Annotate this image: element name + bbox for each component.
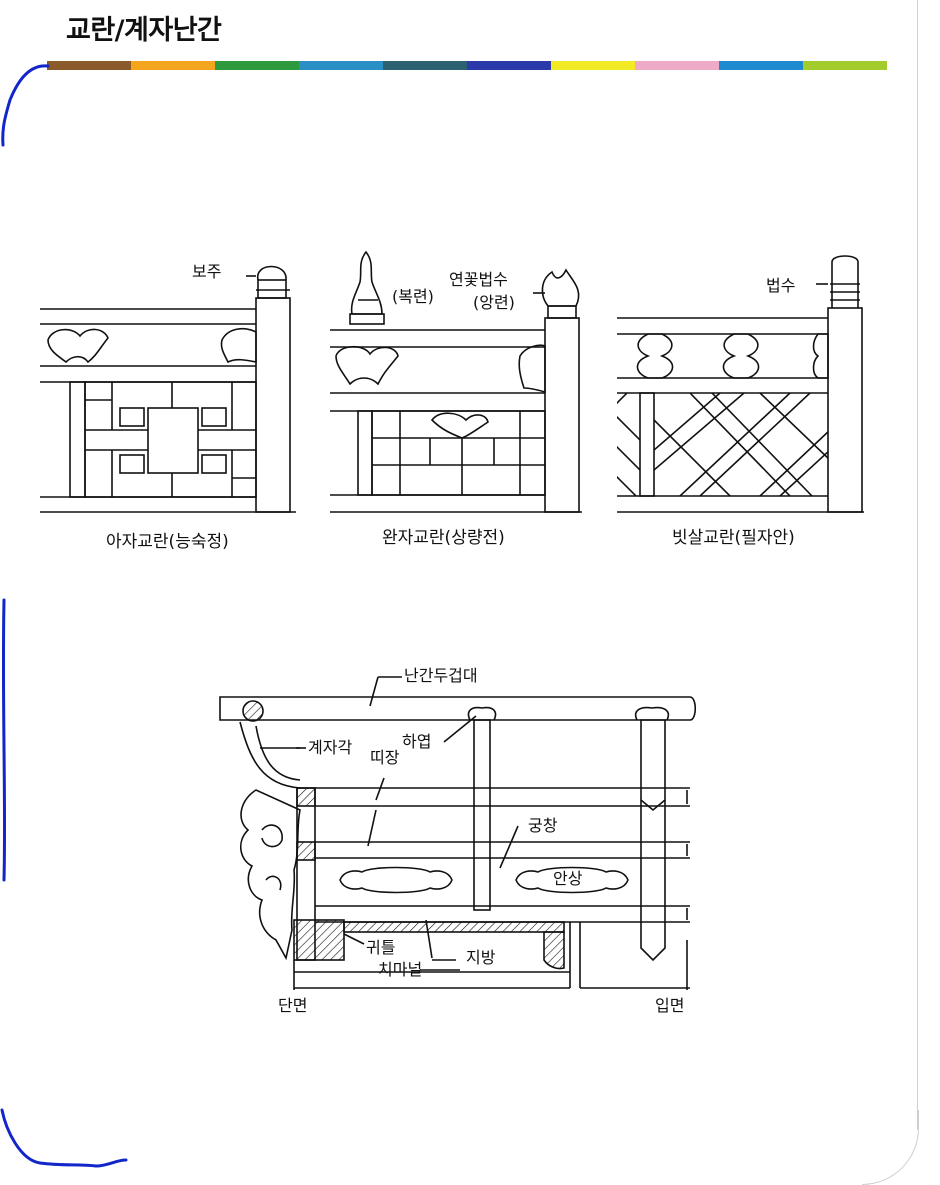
pen-annotation: [0, 64, 128, 1168]
label-boklyeon: (복련): [392, 287, 434, 306]
caption-wanjagyoran: 완자교란(상량전): [382, 528, 505, 548]
label-window: 궁창: [528, 816, 558, 835]
stripe-9: [719, 61, 803, 70]
label-elevation-view: 입면: [655, 996, 685, 1015]
caption-bitsalgyoran: 빗살교란(필자안): [672, 528, 795, 548]
stripe-7: [551, 61, 635, 70]
label-band: 띠장: [370, 748, 400, 767]
label-leaf: 하엽: [402, 732, 432, 751]
stripe-4: [299, 61, 383, 70]
label-angnyeon: (앙련): [473, 293, 515, 312]
caption-ajagyoran: 아자교란(능숙정): [106, 532, 229, 552]
label-beopsu: 법수: [766, 276, 796, 295]
stripe-8: [635, 61, 719, 70]
label-beam: 지방: [466, 948, 496, 967]
stripe-6: [467, 61, 551, 70]
stripe-10: [803, 61, 887, 70]
figure-ajagyoran: [40, 265, 296, 513]
label-frame: 귀틀: [366, 938, 396, 957]
figure-wanjagyoran: [330, 250, 582, 513]
stripe-1: [47, 61, 131, 70]
stripe-3: [215, 61, 299, 70]
stripe-2: [131, 61, 215, 70]
label-section-view: 단면: [278, 996, 308, 1015]
page-title: 교란/계자난간: [66, 15, 222, 46]
label-yeonkkot-beopsu: 연꽃법수: [449, 270, 508, 289]
section-elevation-drawing: [219, 676, 697, 990]
color-stripe-bar: [47, 61, 887, 70]
label-rail: 난간두겁대: [404, 666, 478, 685]
figure-bitsalgyoran: [617, 255, 864, 513]
label-bracket: 계자각: [308, 738, 353, 757]
label-skirt: 치마널: [378, 960, 423, 979]
page-edge-line: [917, 0, 918, 1130]
label-panel: 안상: [553, 869, 583, 888]
stripe-5: [383, 61, 467, 70]
label-boju: 보주: [192, 262, 222, 281]
